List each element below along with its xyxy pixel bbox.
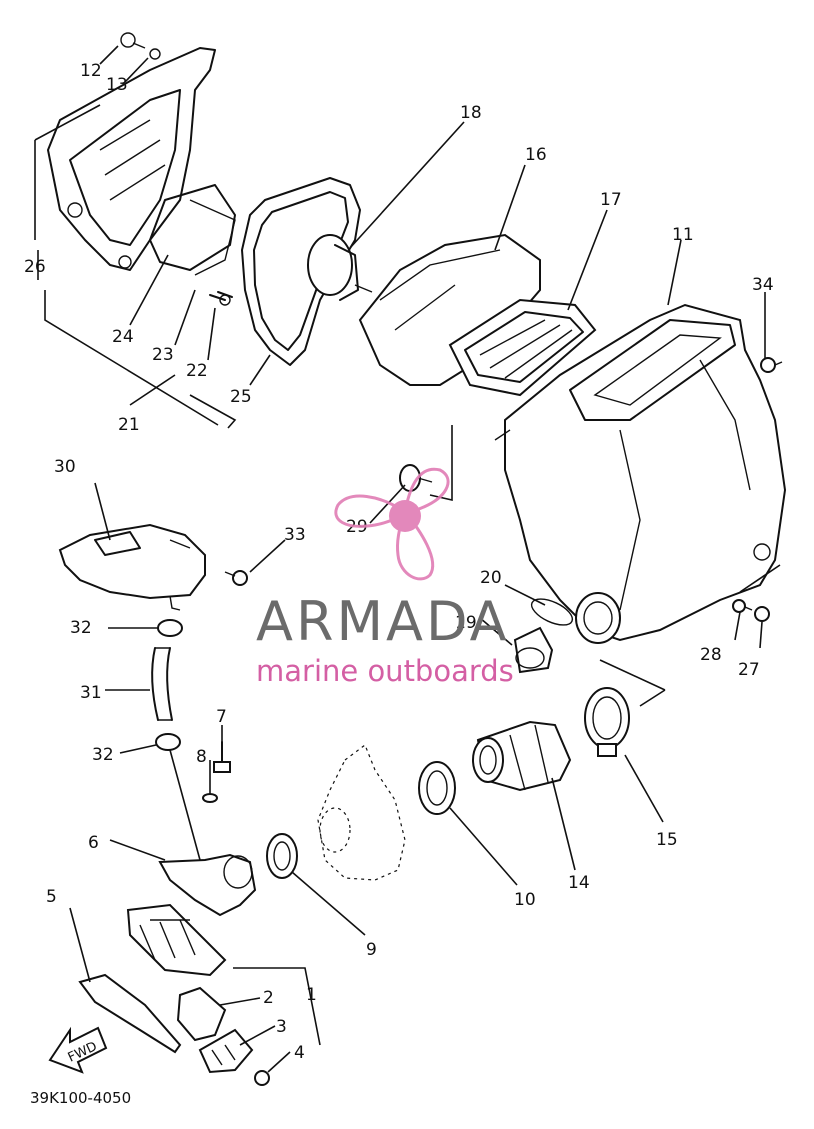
bolt-27-part: [744, 606, 770, 622]
intake-plate-part: [149, 184, 236, 276]
clamp-15-part: [584, 687, 630, 757]
stopper-3-part: [198, 1028, 254, 1074]
label-24: 24: [112, 327, 134, 347]
label-30: 30: [54, 457, 76, 477]
bolt-22-part: [209, 291, 233, 306]
leader-lines: [34, 45, 781, 1073]
reed-valve-1-part: [126, 903, 227, 977]
label-22: 22: [186, 361, 208, 381]
label-7: 7: [216, 707, 227, 727]
filter-frame-17-part: [448, 298, 597, 397]
filter-element-16-part: [358, 233, 541, 386]
bolt-33-part: [224, 570, 248, 586]
label-6: 6: [88, 833, 99, 853]
watermark-brand: ARMADA: [256, 590, 510, 653]
air-box-11-part: [494, 303, 787, 644]
label-2: 2: [263, 988, 274, 1008]
hose-31-part: [151, 647, 173, 721]
label-3: 3: [276, 1017, 287, 1037]
label-31: 31: [80, 683, 102, 703]
label-25: 25: [230, 387, 252, 407]
label-33: 33: [284, 525, 306, 545]
label-9: 9: [366, 940, 377, 960]
clamp-32-upper-part: [157, 619, 183, 637]
label-19: 19: [455, 613, 477, 633]
label-20: 20: [480, 568, 502, 588]
gasket-25-part: [241, 177, 361, 366]
label-8: 8: [196, 747, 207, 767]
label-28: 28: [700, 645, 722, 665]
label-34: 34: [752, 275, 774, 295]
label-27: 27: [738, 660, 760, 680]
grommet-34-part: [760, 357, 783, 373]
clamp-9-part: [266, 833, 298, 879]
fwd-arrow-icon: [48, 1026, 108, 1074]
label-13: 13: [106, 75, 128, 95]
washer-28-part: [732, 599, 746, 613]
screw-7-part: [213, 741, 231, 773]
label-18: 18: [460, 103, 482, 123]
label-17: 17: [600, 190, 622, 210]
label-32-lower: 32: [92, 745, 114, 765]
valve-18-part: [307, 234, 373, 301]
label-5: 5: [46, 887, 57, 907]
label-32-upper: 32: [70, 618, 92, 638]
silencer-cover-part: [47, 47, 216, 271]
joint-14-part: [472, 720, 572, 792]
label-1: 1: [306, 985, 317, 1005]
label-10: 10: [514, 890, 536, 910]
label-4: 4: [294, 1043, 305, 1063]
label-11: 11: [672, 225, 694, 245]
label-16: 16: [525, 145, 547, 165]
bolt-12-part: [120, 32, 161, 60]
screw-4-part: [254, 1070, 270, 1086]
carburetor-outline: [317, 744, 406, 881]
clamp-10-part: [418, 761, 456, 815]
label-26: 26: [24, 257, 46, 277]
clamp-32-lower-part: [155, 733, 181, 751]
washer-8-part: [202, 793, 218, 803]
gasket-5-part: [78, 973, 182, 1054]
label-23: 23: [152, 345, 174, 365]
label-14: 14: [568, 873, 590, 893]
label-21: 21: [118, 415, 140, 435]
armada-logo: [334, 467, 450, 581]
drawing-code: 39K100-4050: [30, 1089, 131, 1107]
ring-20-part: [530, 598, 574, 626]
label-12: 12: [80, 61, 102, 81]
cover-30-part: [58, 523, 206, 611]
part-labels: 1 2 3 4 5 6 7 8 9 10 11 12 13 14 15 16 1…: [24, 61, 774, 1063]
manifold-6-part: [158, 853, 257, 917]
joint-19-part: [513, 626, 554, 674]
watermark-tagline: marine outboards: [256, 654, 514, 688]
label-15: 15: [656, 830, 678, 850]
reed-petal-2-part: [176, 986, 227, 1042]
